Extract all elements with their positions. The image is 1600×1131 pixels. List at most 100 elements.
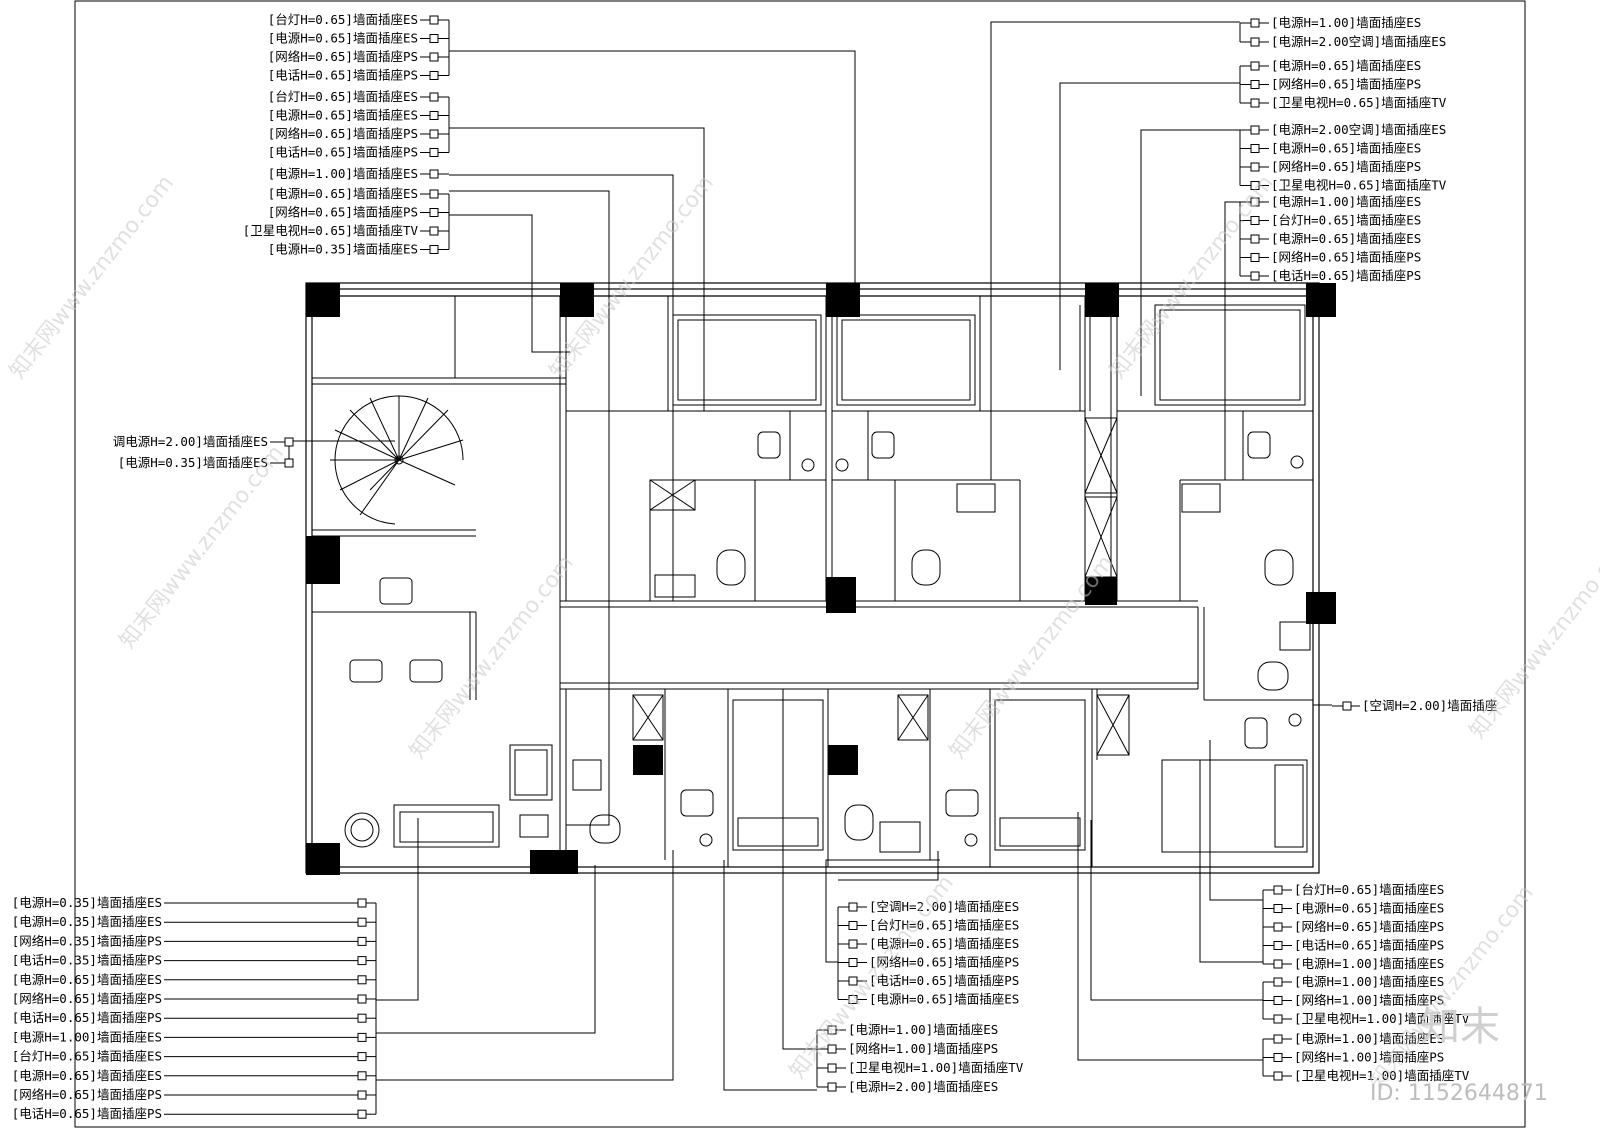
socket-symbol <box>1250 125 1260 135</box>
leader-line <box>1140 129 1240 396</box>
socket-symbol <box>1273 1071 1283 1081</box>
socket-symbol <box>1250 271 1260 281</box>
socket-label: [空调H=2.00]墙面插座ES <box>869 899 1019 914</box>
socket-label: [卫星电视H=1.00]墙面插座TV <box>1294 1068 1470 1083</box>
socket-label: [台灯H=0.65]墙面插座ES <box>12 1049 162 1064</box>
watermark-text: 知末网www.znzmo.com <box>405 551 579 764</box>
socket-label: [电话H=0.35]墙面插座PS <box>12 953 162 968</box>
socket-label: [电源H=0.35]墙面插座ES <box>118 455 268 470</box>
socket-label: [电源H=0.65]墙面插座ES <box>12 972 162 987</box>
leader-line <box>449 190 610 826</box>
socket-symbol <box>357 1032 367 1042</box>
socket-symbol <box>1250 18 1260 28</box>
socket-label: [电话H=0.65]墙面插座PS <box>268 68 418 83</box>
socket-symbol <box>1273 941 1283 950</box>
leader-line <box>1224 201 1240 480</box>
leader-line <box>449 214 570 353</box>
watermark-text: 知末网www.znzmo.com <box>945 551 1119 764</box>
socket-symbol <box>1250 80 1260 89</box>
socket-symbol <box>1250 253 1260 262</box>
socket-label: [台灯H=0.65]墙面插座ES <box>1271 213 1421 228</box>
socket-symbol <box>1250 61 1260 71</box>
leader-line <box>376 850 674 1081</box>
socket-label: [电源H=1.00]墙面插座ES <box>1294 1031 1444 1046</box>
socket-symbol <box>1273 977 1283 987</box>
socket-label: [网络H=0.65]墙面插座PS <box>1271 250 1421 265</box>
top-rooms <box>566 296 1313 601</box>
socket-label: [电话H=0.65]墙面插座PS <box>12 1106 162 1121</box>
leader-line <box>825 859 940 963</box>
leader-line <box>449 127 705 411</box>
socket-label: [网络H=1.00]墙面插座PS <box>848 1041 998 1056</box>
socket-label: [电话H=0.65]墙面插座PS <box>1271 268 1421 283</box>
socket-symbol <box>357 1090 367 1100</box>
leader-line <box>1090 820 1263 1001</box>
socket-symbol <box>827 1063 837 1073</box>
socket-symbol <box>429 92 439 102</box>
socket-label: [电话H=0.65]墙面插座PS <box>12 1010 162 1025</box>
leader-line <box>1199 760 1263 963</box>
socket-symbol <box>1250 37 1260 47</box>
watermark-text: 知末网www.znzmo.com <box>115 441 289 654</box>
socket-label: [电话H=0.65]墙面插座PS <box>869 973 1019 988</box>
socket-label: [网络H=0.65]墙面插座PS <box>12 1087 162 1102</box>
socket-label: [电源H=0.65]墙面插座ES <box>268 186 418 201</box>
socket-label: [电源H=0.65]墙面插座ES <box>869 936 1019 951</box>
socket-symbol <box>848 939 858 949</box>
watermark-text: 知末网www.znzmo.com <box>1465 531 1600 744</box>
bottom-rooms <box>572 621 1311 867</box>
socket-symbol <box>827 1082 837 1092</box>
socket-label: [卫星电视H=1.00]墙面插座TV <box>1294 1011 1470 1026</box>
socket-symbol <box>1273 1034 1283 1044</box>
leader-line <box>449 174 674 601</box>
socket-symbol <box>284 458 294 468</box>
socket-symbol <box>429 129 439 139</box>
socket-symbol <box>357 975 367 985</box>
watermark-text: 知末网www.znzmo.com <box>545 171 719 384</box>
socket-symbol <box>429 52 439 62</box>
socket-label: [网络H=1.00]墙面插座PS <box>1294 993 1444 1008</box>
socket-symbol <box>848 995 858 1004</box>
socket-symbol <box>357 1071 367 1081</box>
leader-lines <box>164 19 1360 1115</box>
socket-symbol <box>357 994 367 1004</box>
socket-label: [网络H=0.65]墙面插座PS <box>1271 159 1421 174</box>
socket-label: [网络H=1.00]墙面插座PS <box>1294 1050 1444 1065</box>
socket-label: [网络H=0.65]墙面插座PS <box>1294 919 1444 934</box>
leader-line <box>990 21 1240 480</box>
socket-label: [电源H=1.00]墙面插座ES <box>268 166 418 181</box>
socket-label: [台灯H=0.65]墙面插座ES <box>869 918 1019 933</box>
socket-symbol <box>1273 885 1283 895</box>
socket-label: [网络H=0.65]墙面插座PS <box>1271 77 1421 92</box>
socket-label: [电源H=0.65]墙面插座ES <box>1271 141 1421 156</box>
socket-label: [卫星电视H=0.65]墙面插座TV <box>1271 95 1447 110</box>
socket-label: [卫星电视H=0.65]墙面插座TV <box>243 223 419 238</box>
socket-label: [网络H=0.65]墙面插座PS <box>869 955 1019 970</box>
socket-label: [电源H=1.00]墙面插座ES <box>12 1029 162 1044</box>
structural-columns <box>306 283 1336 875</box>
leader-line <box>838 851 939 881</box>
socket-label: [电源H=1.00]墙面插座ES <box>1294 956 1444 971</box>
socket-label: [电话H=0.65]墙面插座PS <box>1294 938 1444 953</box>
socket-label: [网络H=0.65]墙面插座PS <box>268 126 418 141</box>
socket-symbol <box>357 898 367 908</box>
socket-label: [卫星电视H=0.65]墙面插座TV <box>1271 178 1447 193</box>
socket-symbol <box>357 1109 367 1119</box>
socket-label: [电源H=0.65]墙面插座ES <box>12 1068 162 1083</box>
brand-logo-text: 知末 <box>1420 1004 1500 1050</box>
socket-symbol <box>1342 701 1352 711</box>
socket-symbol <box>1250 162 1260 172</box>
leader-line <box>1209 740 1263 901</box>
socket-symbol <box>848 958 858 967</box>
socket-label: [电源H=0.35]墙面插座ES <box>268 242 418 257</box>
socket-label: [电源H=1.00]墙面插座ES <box>1294 974 1444 989</box>
socket-label: [电源H=0.65]墙面插座ES <box>869 992 1019 1007</box>
socket-label: [台灯H=0.65]墙面插座ES <box>268 89 418 104</box>
socket-label: [台灯H=0.65]墙面插座ES <box>268 12 418 27</box>
socket-symbol <box>848 976 858 986</box>
socket-symbol <box>284 437 294 447</box>
socket-symbol <box>1273 922 1283 932</box>
socket-symbol <box>1273 1014 1283 1024</box>
socket-symbol <box>429 15 439 25</box>
leader-line <box>449 50 856 283</box>
